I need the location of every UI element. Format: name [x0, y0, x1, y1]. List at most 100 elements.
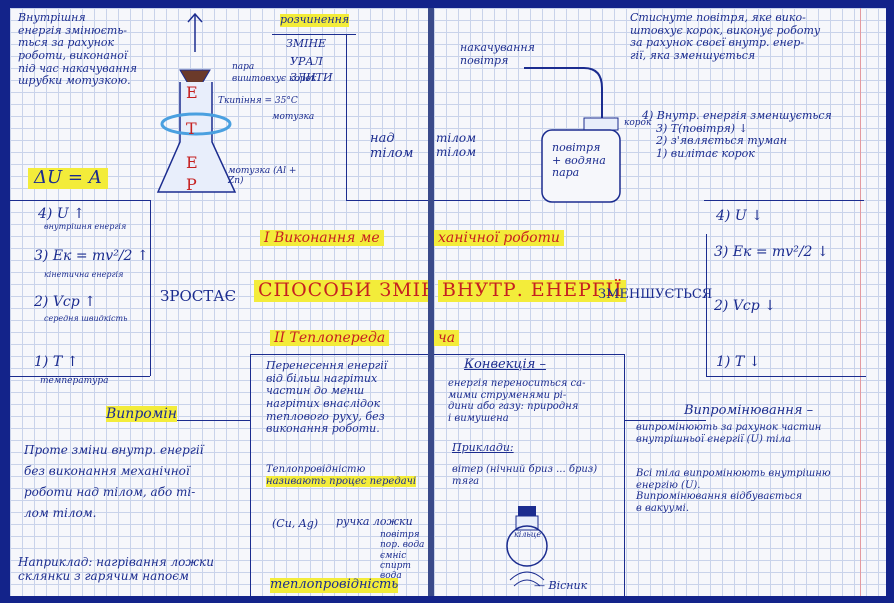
- horizontal-rule: [624, 420, 706, 421]
- column-rule: [624, 354, 625, 596]
- text-line: енергія переноситься са-: [448, 378, 585, 390]
- text-line: дини або газу: природня: [448, 401, 585, 413]
- text-line: і вимушена: [448, 413, 585, 425]
- text-line: нагрітих внаслідок: [266, 398, 387, 411]
- liquid-label: мотузка (Al + Zn): [228, 166, 308, 187]
- horizontal-rule: [250, 354, 428, 355]
- horizontal-rule: [706, 376, 866, 377]
- grows-label: ЗРОСТАЄ: [160, 288, 236, 305]
- text-line: випромінюють за рахунок частин: [636, 422, 821, 434]
- list-caption: температура: [40, 376, 108, 386]
- teplo-example-spoon: ручка ложки: [336, 516, 413, 529]
- flask-letter-t: Т: [186, 120, 197, 138]
- example-text: Наприклад: нагрівання ложки склянки з га…: [18, 556, 214, 584]
- horizontal-rule: [346, 200, 428, 201]
- list-border: [150, 200, 151, 376]
- lamp-label: кільце: [514, 530, 541, 539]
- table-rule: [272, 34, 356, 35]
- konv-example: вітер (нічний бриз ... бриз) тяга: [452, 464, 597, 487]
- text-line: в вакуумі.: [636, 503, 831, 515]
- text-line: пор. вода: [380, 540, 424, 550]
- text-line: склянки з гарячим напоєм: [18, 570, 214, 584]
- text-line: вітер (нічний бриз ... бриз): [452, 464, 597, 476]
- teplo-text: Перенесення енергії від більш нагрітих ч…: [266, 360, 387, 436]
- text-line: без виконання механічної: [24, 461, 204, 482]
- list-caption: внутрішня енергія: [44, 222, 126, 231]
- heat-heading-cont: ча: [434, 330, 459, 346]
- list-item: 1) T ↑: [34, 354, 78, 370]
- text-line: повітря: [380, 530, 424, 540]
- vyprom-text: Проте зміни внутр. енергії без виконання…: [24, 440, 204, 524]
- horizontal-rule: [704, 200, 864, 201]
- list-item: 2) Vср ↑: [34, 294, 96, 310]
- heat-heading-text: II Теплопереда: [274, 330, 385, 346]
- list-caption: кінетична енергія: [44, 270, 123, 279]
- heat-heading: II Теплопереда: [270, 330, 389, 346]
- table-head: розчинення: [280, 14, 349, 27]
- flask-letter-r: Р: [186, 176, 197, 194]
- temp-label: Tкипіння = 35°C: [218, 96, 298, 106]
- formula-du-a: ΔU = A: [28, 168, 108, 189]
- teplo-example-metal: (Cu, Ag): [272, 518, 318, 531]
- text-line: Перенесення енергії: [266, 360, 387, 373]
- vyprom-heading-left: Випромін: [106, 406, 177, 422]
- teplo-right: повітря пор. вода ємніс спирт вода: [380, 530, 424, 582]
- vyprom-right-text: випромінюють за рахунок частин внутрішнь…: [636, 422, 821, 445]
- note-line: роботи, виконаної: [18, 50, 137, 63]
- note-line: шрубки мотузкою.: [18, 75, 137, 88]
- note-line: Внутрішня: [18, 12, 137, 25]
- work-heading-text: I Виконання ме: [264, 230, 380, 246]
- horizontal-rule: [434, 354, 624, 355]
- text-line: Наприклад: нагрівання ложки: [18, 556, 214, 570]
- list-item: 1) T ↓: [716, 354, 760, 370]
- horizontal-rule: [10, 200, 150, 201]
- text-line: енергію (U).: [636, 480, 831, 492]
- list-item: 4) U ↓: [716, 208, 763, 224]
- list-item: 2) Vср ↓: [714, 298, 776, 314]
- heat-heading-text: ча: [438, 330, 455, 346]
- table-cell: ЗЛИТИ: [290, 72, 333, 85]
- vyprom-heading-right: Випромінювання –: [684, 404, 813, 419]
- steps-list: 4) Внутр. енергія зменшується 3) T(повіт…: [642, 110, 832, 161]
- step-line: 4) Внутр. енергія зменшується: [642, 110, 832, 123]
- teplo-bottom: теплопровідність: [270, 578, 398, 593]
- text-line: спирт: [380, 561, 424, 571]
- text-line: роботи над тілом, або ті-: [24, 482, 204, 503]
- text-line: пара: [552, 167, 606, 180]
- right-top-note: Стиснуте повітря, яке вико- штовхує коро…: [630, 12, 820, 63]
- table-cell: УРАЛ: [290, 56, 323, 69]
- decreases-label: ЗМЕНШУЄТЬСЯ: [598, 288, 712, 303]
- text-line: ємніс: [380, 551, 424, 561]
- text-line: тяга: [452, 476, 597, 488]
- text-line: повітря: [552, 142, 606, 155]
- table-cell: ЗМІНЕ: [286, 38, 326, 51]
- work-heading: I Виконання ме: [260, 230, 384, 246]
- text-line: Проте зміни внутр. енергії: [24, 440, 204, 461]
- body-label: тілом тілом: [436, 132, 476, 160]
- ways-label: СПОСОБИ ЗМІНИ: [254, 280, 428, 302]
- text-line: лом тілом.: [24, 503, 204, 524]
- list-item: 3) Eк = mv²/2 ↓: [714, 244, 829, 260]
- list-border: [706, 234, 707, 376]
- work-heading-text: ханічної роботи: [438, 230, 560, 246]
- rope-label: мотузка: [272, 112, 314, 122]
- vessel-text: повітря + водяна пара: [552, 142, 606, 180]
- konv-text: енергія переноситься са- мими струменями…: [448, 378, 585, 424]
- text-line: мими струменями рі-: [448, 390, 585, 402]
- konv-heading: Конвекція –: [464, 358, 546, 373]
- list-item: 3) Eк = mv²/2 ↑: [34, 248, 149, 264]
- flask-letter-e: Е: [186, 84, 198, 102]
- left-top-note: Внутрішня енергія змінюєть- ться за раху…: [18, 12, 137, 88]
- note-line: Стиснуте повітря, яке вико-: [630, 12, 820, 25]
- text-line: виконання роботи.: [266, 423, 387, 436]
- note-line: гії, яка зменшується: [630, 50, 820, 63]
- horizontal-rule: [434, 200, 530, 201]
- list-item: 4) U ↑: [38, 206, 85, 222]
- vyprom-right-more: Всі тіла випромінюють внутрішню енергію …: [636, 468, 831, 514]
- vessel-drawing: [524, 48, 624, 208]
- text-line: тілом: [436, 146, 476, 160]
- steam-label: пара: [232, 62, 254, 72]
- konv-example-head: Приклади:: [452, 442, 514, 455]
- column-rule: [250, 354, 251, 596]
- step-line: 1) вилітає корок: [642, 148, 832, 161]
